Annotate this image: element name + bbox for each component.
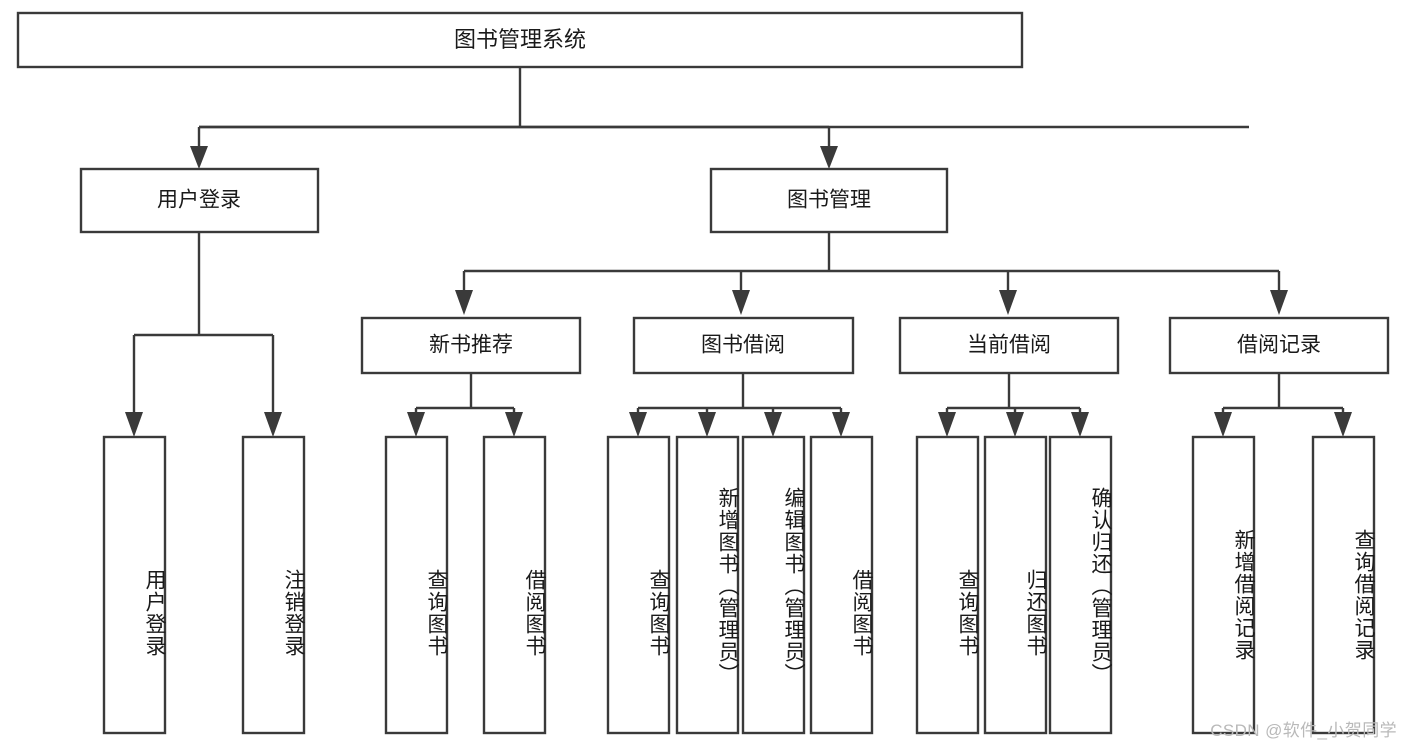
arrow-head-new-book-rec [455, 290, 473, 315]
leaf-box-edit-book[interactable] [741, 435, 806, 735]
node-new-book-rec-label: 新书推荐 [429, 334, 513, 357]
node-book-manage-box[interactable] [709, 167, 949, 234]
arrow-head-leaf-query-book-1 [407, 412, 425, 437]
leaf-box-borrow-book-2[interactable] [809, 435, 874, 735]
arrow-head-leaf-query-book-3 [938, 412, 956, 437]
node-user-login-label: 用户登录 [157, 189, 241, 212]
leaf-box-add-book[interactable] [675, 435, 740, 735]
node-borrow-record-box[interactable] [1168, 316, 1390, 375]
node-new-book-rec[interactable]: 新书推荐 [360, 316, 582, 375]
connector-group-new-book-rec [407, 373, 523, 437]
arrow-head-book-borrow [732, 290, 750, 315]
connector-group-borrow-record [1214, 373, 1352, 437]
node-borrow-record[interactable]: 借阅记录 [1168, 316, 1390, 375]
connector-group-current-borrow [938, 373, 1089, 437]
connector-group-user-login [125, 232, 282, 437]
node-book-manage-label: 图书管理 [787, 189, 871, 212]
arrow-head-user-login [190, 146, 208, 169]
leaf-box-borrow-book-1[interactable] [482, 435, 547, 735]
node-book-borrow-label: 图书借阅 [701, 334, 785, 357]
leaf-box-query-book-1[interactable] [384, 435, 449, 735]
arrow-head-leaf-logout [264, 412, 282, 437]
arrow-head-leaf-return-book [1006, 412, 1024, 437]
leaf-box-confirm-return[interactable] [1048, 435, 1113, 735]
leaf-box-query-record[interactable] [1311, 435, 1376, 735]
leaf-box-logout[interactable] [241, 435, 306, 735]
arrow-head-current-borrow [999, 290, 1017, 315]
arrow-head-leaf-query-record [1334, 412, 1352, 437]
node-current-borrow[interactable]: 当前借阅 [898, 316, 1120, 375]
node-root[interactable]: 图书管理系统 [16, 11, 1024, 69]
connector-group-book-borrow [629, 373, 850, 437]
leaf-boxes-group [102, 435, 1376, 735]
arrow-head-leaf-query-book-2 [629, 412, 647, 437]
connector-group-root [190, 67, 1249, 169]
node-book-borrow[interactable]: 图书借阅 [632, 316, 855, 375]
arrow-head-leaf-add-book [698, 412, 716, 437]
node-user-login-box[interactable] [79, 167, 320, 234]
leaf-box-return-book[interactable] [983, 435, 1048, 735]
csdn-watermark: CSDN @软件_小贺同学 [1210, 721, 1397, 740]
arrow-head-leaf-edit-book [764, 412, 782, 437]
node-root-box[interactable] [16, 11, 1024, 69]
node-new-book-rec-box[interactable] [360, 316, 582, 375]
leaf-box-add-record[interactable] [1191, 435, 1256, 735]
leaf-box-query-book-2[interactable] [606, 435, 671, 735]
leaf-box-query-book-3[interactable] [915, 435, 980, 735]
node-current-borrow-box[interactable] [898, 316, 1120, 375]
arrow-head-leaf-borrow-book-2 [832, 412, 850, 437]
node-book-borrow-box[interactable] [632, 316, 855, 375]
arrow-head-leaf-confirm-return [1071, 412, 1089, 437]
arrow-head-leaf-borrow-book-1 [505, 412, 523, 437]
node-borrow-record-label: 借阅记录 [1237, 334, 1321, 357]
leaf-box-user-login[interactable] [102, 435, 167, 735]
arrow-head-borrow-record [1270, 290, 1288, 315]
connector-group-book-manage [455, 232, 1288, 315]
arrow-head-leaf-add-record [1214, 412, 1232, 437]
node-user-login[interactable]: 用户登录 [79, 167, 320, 234]
node-book-manage[interactable]: 图书管理 [709, 167, 949, 234]
arrow-head-book-manage [820, 146, 838, 169]
node-current-borrow-label: 当前借阅 [967, 334, 1051, 357]
node-root-label: 图书管理系统 [454, 27, 586, 52]
arrow-head-leaf-user-login [125, 412, 143, 437]
